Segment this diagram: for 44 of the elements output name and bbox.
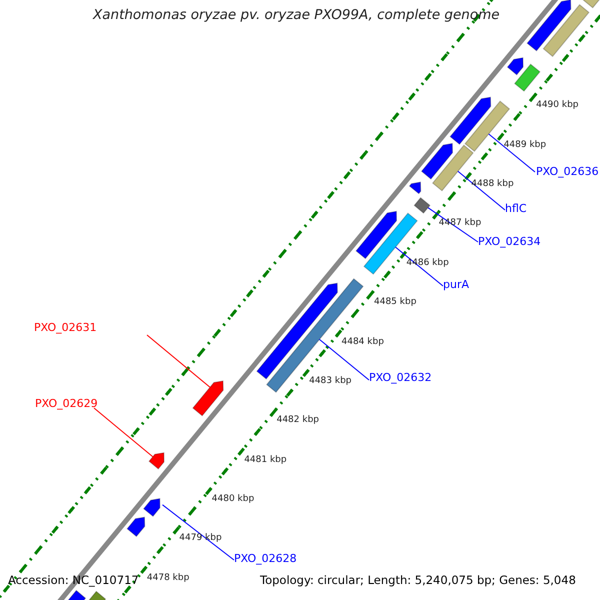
scale-label: 4485 kbp — [374, 297, 416, 308]
gene-block — [414, 197, 431, 214]
info-text: Topology: circular; Length: 5,240,075 bp; Genes: 5,048 — [260, 574, 576, 588]
leader-line — [94, 408, 154, 458]
gene-block — [126, 516, 146, 538]
gene-block — [266, 278, 364, 393]
leader-line — [488, 134, 536, 172]
scale-label: 4478 kbp — [146, 572, 190, 584]
leader-line — [457, 170, 506, 210]
leader-line — [428, 207, 478, 242]
gene-block — [148, 452, 164, 470]
scale-label: 4489 kbp — [504, 140, 546, 150]
gene-label: purA — [443, 279, 470, 292]
gene-block — [506, 57, 524, 76]
gene-block — [192, 380, 224, 416]
gene-block — [420, 142, 453, 180]
scale-label: 4482 kbp — [276, 415, 319, 426]
leader-line — [162, 504, 234, 560]
scale-label: 4484 kbp — [342, 336, 384, 347]
gene-block — [450, 96, 492, 145]
scale-label: 4479 kbp — [179, 533, 222, 544]
gene-label: PXO_02632 — [369, 372, 432, 385]
info-text: Accession: NC_010717 — [8, 574, 139, 588]
gene-label: PXO_02629 — [35, 398, 98, 411]
scale-label: 4480 kbp — [212, 494, 254, 504]
title: Xanthomonas oryzae pv. oryzae PXO99A, complete genome — [93, 8, 500, 24]
gene-label: hflC — [505, 203, 527, 216]
scale-label: 4481 kbp — [244, 454, 287, 466]
gene-label: PXO_02628 — [234, 553, 297, 566]
gene-block — [355, 210, 397, 260]
gene-block — [582, 0, 600, 8]
gene-block — [408, 182, 422, 194]
gene-label: PXO_02631 — [34, 322, 97, 335]
gene-label: PXO_02634 — [478, 236, 541, 249]
scale-label: 4483 kbp — [309, 376, 352, 386]
scale-label: 4490 kbp — [536, 100, 578, 111]
leader-line — [395, 246, 444, 286]
leader-line — [318, 338, 370, 380]
gene-block — [526, 0, 572, 52]
gene-block — [514, 64, 541, 92]
gene-block — [143, 498, 160, 517]
gene-label: PXO_02636 — [536, 166, 599, 179]
leader-line — [146, 334, 210, 388]
gene-block — [542, 4, 590, 58]
